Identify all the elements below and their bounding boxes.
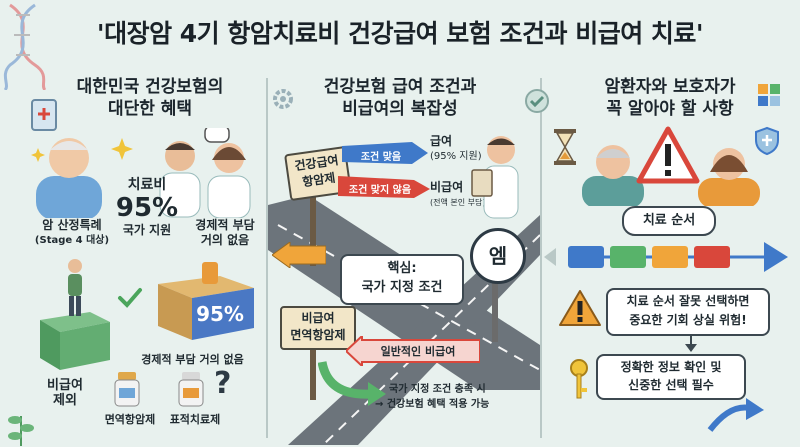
arrow-general-nonpay xyxy=(346,336,480,366)
core-line2: 국가 지정 조건 xyxy=(361,280,443,295)
nonpay-line2: 제외 xyxy=(53,393,77,408)
doctor-clipboard-illustration xyxy=(471,136,519,219)
arrow-forward-blue xyxy=(707,398,764,432)
special-case-line2: (Stage 4 대상) xyxy=(34,235,110,246)
signpost-pole xyxy=(310,196,316,266)
check-icon xyxy=(118,288,142,308)
check-line2: 신중한 선택 필수 xyxy=(628,378,714,392)
elderly-man-illustration xyxy=(582,145,644,206)
special-case-line1: 암 산정특례 xyxy=(42,218,102,232)
treatment-order-label: 치료 순서 xyxy=(622,206,716,236)
core-line1: 핵심: xyxy=(387,261,417,276)
check-circle-icon xyxy=(525,89,549,113)
sign-bottom-line2: 면역항암제 xyxy=(290,328,346,342)
burden-line2: 거의 없음 xyxy=(200,233,250,247)
nonpay-label: 비급여 xyxy=(430,180,464,194)
arrow-left-icon xyxy=(272,242,326,268)
treatment-sequence-arrow xyxy=(568,242,788,272)
general-nonpay-label: 일반적인 비급여 xyxy=(380,345,456,358)
sign-nonpay-immuno: 비급여 면역항암제 xyxy=(280,306,356,350)
dna-icon xyxy=(3,3,47,90)
round-sign-pole xyxy=(492,282,498,342)
arrow-condition-nomatch xyxy=(338,176,430,198)
arrow-condition-match xyxy=(342,142,428,164)
arrow-nomatch-label: 조건 맞지 않음 xyxy=(348,185,412,196)
check-info-box: 정확한 정보 확인 및 신중한 선택 필수 xyxy=(596,354,746,400)
drug2-label: 표적치료제 xyxy=(169,413,221,426)
signpost-pole-bottom xyxy=(310,340,316,400)
burden-line1: 경제적 부담 xyxy=(195,218,255,232)
shield-icon xyxy=(755,126,779,156)
note-line2: → 건강보험 혜택 적용 가능 xyxy=(375,399,490,410)
burden-label: 경제적 부담 거의 없음 xyxy=(185,218,265,248)
left-heading-line1: 대한민국 건강보험의 xyxy=(76,77,224,97)
nonpay-line1: 비급여 xyxy=(47,378,83,393)
arrow-match-label: 조건 맞음 xyxy=(360,152,402,163)
right-heading-line1: 암환자와 보호자가 xyxy=(604,77,736,97)
pill-bottle-icon xyxy=(178,372,204,407)
right-heading: 암환자와 보호자가 꼭 알아야 할 사항 xyxy=(560,76,780,120)
chevron-left-icon xyxy=(544,248,556,266)
box-caption: 경제적 부담 거의 없음 xyxy=(141,353,244,366)
box-pct: 95% xyxy=(196,302,244,326)
check-line1: 정확한 정보 확인 및 xyxy=(620,360,722,374)
middle-heading: 건강보험 급여 조건과 비급여의 복잡성 xyxy=(290,76,510,120)
nonpay-label-block: 비급여 (전액 본인 부담) xyxy=(430,180,500,210)
pay-label-block: 급여 (95% 지원) xyxy=(430,134,490,164)
warning-message-box: 치료 순서 잘못 선택하면 중요한 기회 상실 위험! xyxy=(606,288,770,336)
middle-heading-line2: 비급여의 복잡성 xyxy=(342,99,458,119)
column-divider xyxy=(266,78,268,438)
medicine-bottle-icon xyxy=(114,372,140,407)
doctors-patient-illustration xyxy=(31,128,251,218)
clipboard-icon xyxy=(31,99,57,131)
warn-line2: 중요한 기회 상실 위험! xyxy=(629,313,747,327)
right-heading-line2: 꼭 알아야 할 사항 xyxy=(606,99,734,119)
woman-illustration xyxy=(698,148,760,206)
pay-label: 급여 xyxy=(430,134,453,148)
pedestal-person-illustration xyxy=(40,259,110,370)
arrow-down-icon xyxy=(685,334,697,352)
core-condition-box: 핵심: 국가 지정 조건 xyxy=(340,254,464,305)
nonpay-exclusion-label: 비급여 제외 xyxy=(40,378,90,408)
question-mark: ? xyxy=(214,366,232,401)
fee-label: 치료비 xyxy=(127,177,167,193)
special-case-label: 암 산정특례 (Stage 4 대상) xyxy=(22,218,122,248)
key-icon xyxy=(570,359,588,399)
warning-small-icon xyxy=(559,290,601,326)
box-illustration xyxy=(158,262,254,340)
round-sign: 엠 xyxy=(470,228,526,284)
warning-icon xyxy=(636,126,700,184)
pay-pct: (95% 지원) xyxy=(430,151,482,162)
gear-icon xyxy=(273,89,293,109)
middle-heading-line1: 건강보험 급여 조건과 xyxy=(323,77,477,97)
fee-pct: 95% xyxy=(115,193,179,223)
hourglass-icon xyxy=(554,129,576,165)
note-line1: 국가 지정 조건 충족 시 xyxy=(389,384,486,395)
arrow-curve-green xyxy=(318,360,386,406)
page-title: '대장암 4기 항암치료비 건강급여 보험 조건과 비급여 치료' xyxy=(96,19,704,48)
condition-note: 국가 지정 조건 충족 시 → 건강보험 혜택 적용 가능 xyxy=(375,382,535,412)
blocks-icon xyxy=(758,84,780,106)
fee-support-block: 치료비 95% 국가 지원 xyxy=(112,178,182,238)
drug1-label: 면역항암제 xyxy=(104,413,156,426)
sign-bottom-line1: 비급여 xyxy=(301,311,335,325)
column-divider xyxy=(540,78,542,438)
nonpay-note: (전액 본인 부담) xyxy=(430,198,486,207)
left-heading-line2: 대단한 혜택 xyxy=(107,99,193,119)
left-heading: 대한민국 건강보험의 대단한 혜택 xyxy=(40,76,260,120)
fee-support-label: 국가 지원 xyxy=(122,223,172,237)
warn-line1: 치료 순서 잘못 선택하면 xyxy=(626,294,750,308)
plant-icon xyxy=(8,416,34,446)
